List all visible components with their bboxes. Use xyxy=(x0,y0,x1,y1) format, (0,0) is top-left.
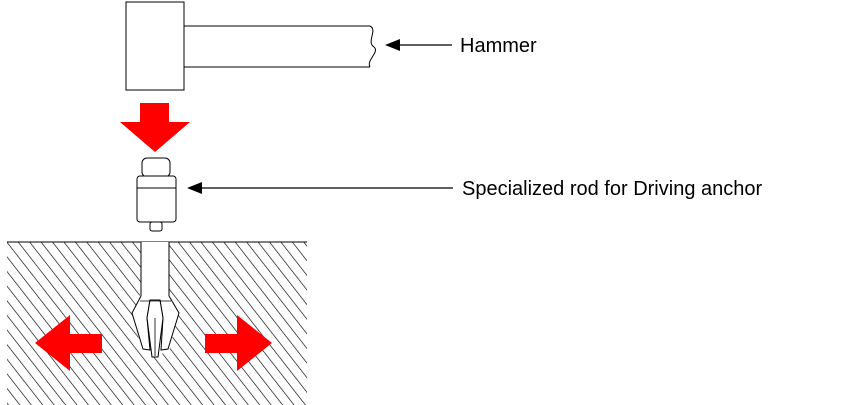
left-expansion-arrow xyxy=(35,315,102,371)
rod-callout-arrow xyxy=(187,182,453,194)
right-expansion-arrow xyxy=(205,315,272,371)
hammer-callout-arrow xyxy=(385,39,452,51)
rod-label: Specialized rod for Driving anchor xyxy=(462,178,762,200)
hammer-head xyxy=(125,1,185,91)
hammer xyxy=(125,1,376,91)
down-force-arrow xyxy=(120,103,190,152)
anchor-sleeve xyxy=(131,242,180,358)
rod-tip xyxy=(149,221,163,232)
rod-body xyxy=(136,175,177,223)
hammer-handle-break xyxy=(368,25,376,68)
hammer-handle xyxy=(184,25,370,68)
driving-rod xyxy=(136,157,177,232)
hammer-label: Hammer xyxy=(460,35,537,57)
rod-cap xyxy=(141,157,171,178)
